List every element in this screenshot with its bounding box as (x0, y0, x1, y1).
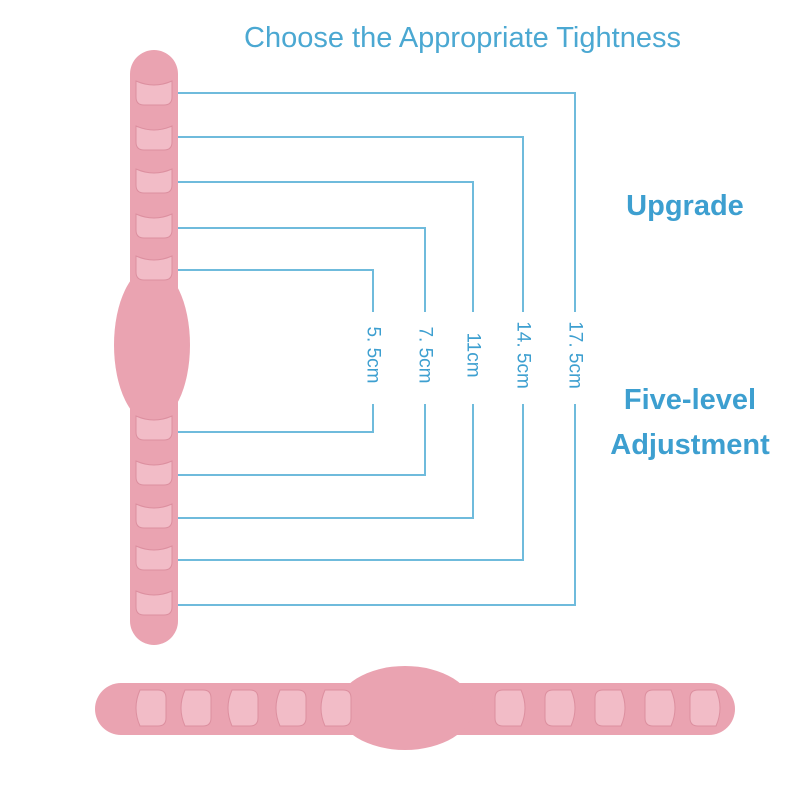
label-gap (361, 312, 385, 404)
label-gap (511, 312, 535, 404)
strap-hook (135, 689, 167, 727)
strap-hook (180, 689, 212, 727)
strap-hook (494, 689, 526, 727)
label-gap (413, 312, 437, 404)
measure-line (178, 269, 374, 433)
strap-hook (135, 213, 173, 239)
measure-label: 11cm (463, 332, 484, 377)
strap-hook (135, 255, 173, 281)
strap-hook (275, 689, 307, 727)
adjustment-line-2: Adjustment (610, 429, 770, 461)
strap-hook (135, 80, 173, 106)
strap-hook (135, 415, 173, 441)
horizontal-strap-center (337, 666, 473, 750)
measure-label: 14. 5cm (513, 321, 534, 389)
label-gap (461, 312, 485, 404)
measure-label: 17. 5cm (565, 321, 586, 389)
strap-hook (135, 590, 173, 616)
adjustment-line-1: Five-level (623, 384, 757, 416)
measure-label: 7. 5cm (415, 326, 436, 383)
measure-line (178, 227, 426, 476)
strap-hook (227, 689, 259, 727)
page-title: Choose the Appropriate Tightness (244, 22, 681, 54)
strap-hook (135, 503, 173, 529)
label-gap (563, 312, 587, 404)
strap-hook (135, 460, 173, 486)
upgrade-label: Upgrade (626, 190, 744, 222)
strap-hook (594, 689, 626, 727)
five-level-adjustment-label: Five-level Adjustment (590, 378, 790, 468)
measure-label: 5. 5cm (363, 326, 384, 383)
strap-hook (644, 689, 676, 727)
strap-hook (135, 545, 173, 571)
strap-hook (135, 125, 173, 151)
vertical-strap-center (114, 267, 190, 423)
strap-hook (135, 168, 173, 194)
strap-hook (320, 689, 352, 727)
strap-hook (689, 689, 721, 727)
strap-hook (544, 689, 576, 727)
